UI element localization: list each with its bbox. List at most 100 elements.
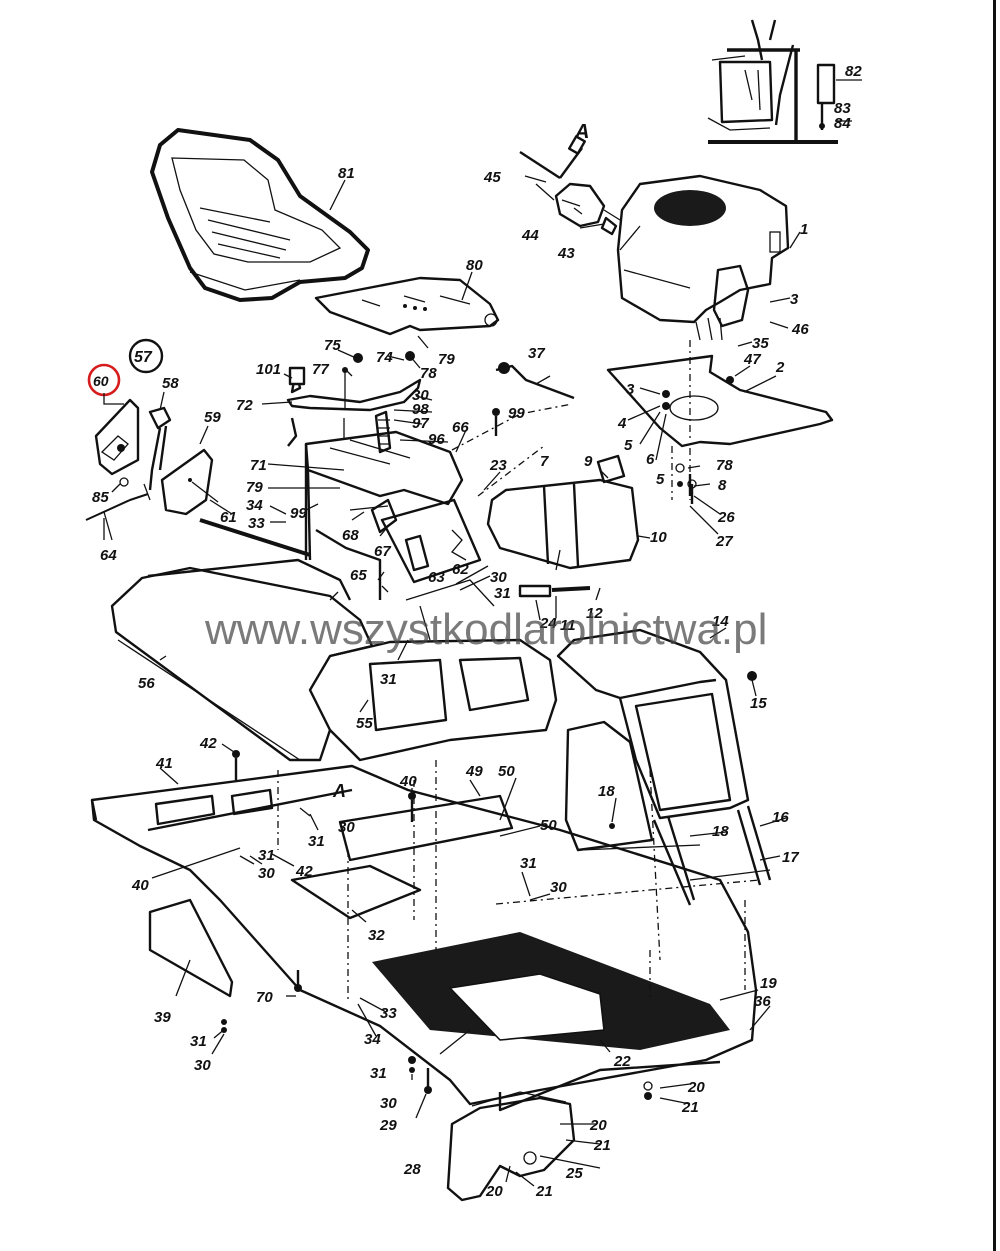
part-label-40-right[interactable]: 40 bbox=[399, 773, 417, 790]
part-label-42-top[interactable]: 42 bbox=[199, 735, 217, 752]
part-label-31-panel[interactable]: 31 bbox=[494, 585, 511, 602]
part-label-31-rear[interactable]: 31 bbox=[520, 855, 537, 872]
part-label-78-plate[interactable]: 78 bbox=[716, 457, 733, 474]
part-label-30-spring[interactable]: 30 bbox=[412, 387, 429, 404]
part-label-26[interactable]: 26 bbox=[717, 509, 735, 526]
part-label-40-left[interactable]: 40 bbox=[131, 877, 149, 894]
part-label-9[interactable]: 9 bbox=[584, 453, 593, 470]
part-label-20-bracket[interactable]: 20 bbox=[589, 1117, 607, 1134]
part-label-45[interactable]: 45 bbox=[483, 169, 501, 186]
part-label-43[interactable]: 43 bbox=[557, 245, 575, 262]
part-label-75[interactable]: 75 bbox=[324, 337, 341, 354]
part-label-57[interactable]: 57 bbox=[134, 349, 153, 366]
part-label-82[interactable]: 82 bbox=[845, 63, 862, 80]
part-label-79-box[interactable]: 79 bbox=[246, 479, 263, 496]
part-label-36[interactable]: 36 bbox=[754, 993, 771, 1010]
part-label-83[interactable]: 83 bbox=[834, 100, 851, 117]
part-label-70[interactable]: 70 bbox=[256, 989, 273, 1006]
part-label-97[interactable]: 97 bbox=[412, 415, 429, 432]
part-label-31-left[interactable]: 31 bbox=[190, 1033, 207, 1050]
part-label-6[interactable]: 6 bbox=[646, 451, 655, 468]
part-label-46[interactable]: 46 bbox=[791, 321, 809, 338]
part-label-30-front[interactable]: 30 bbox=[258, 865, 275, 882]
part-label-22[interactable]: 22 bbox=[613, 1053, 631, 1070]
section-marker-a-top[interactable]: A bbox=[574, 121, 589, 143]
part-label-60[interactable]: 60 bbox=[93, 373, 109, 389]
part-label-44[interactable]: 44 bbox=[521, 227, 539, 244]
part-label-56[interactable]: 56 bbox=[138, 675, 155, 692]
part-label-12[interactable]: 12 bbox=[586, 605, 603, 622]
part-label-74[interactable]: 74 bbox=[376, 349, 393, 366]
part-label-39[interactable]: 39 bbox=[154, 1009, 171, 1026]
part-label-33-lower[interactable]: 33 bbox=[380, 1005, 397, 1022]
part-label-18-right[interactable]: 18 bbox=[712, 823, 729, 840]
part-label-23[interactable]: 23 bbox=[489, 457, 507, 474]
part-label-24[interactable]: 24 bbox=[539, 615, 557, 632]
part-label-98[interactable]: 98 bbox=[412, 401, 429, 418]
part-label-5-upper[interactable]: 5 bbox=[624, 437, 633, 454]
part-label-41[interactable]: 41 bbox=[155, 755, 173, 772]
part-label-80[interactable]: 80 bbox=[466, 257, 483, 274]
part-label-84[interactable]: 84 bbox=[834, 115, 851, 132]
part-label-1[interactable]: 1 bbox=[800, 221, 808, 238]
part-label-61[interactable]: 61 bbox=[220, 509, 237, 526]
part-label-30-panel[interactable]: 30 bbox=[490, 569, 507, 586]
part-label-30-rear[interactable]: 30 bbox=[550, 879, 567, 896]
part-label-81[interactable]: 81 bbox=[338, 165, 355, 182]
part-label-55[interactable]: 55 bbox=[356, 715, 373, 732]
part-label-62[interactable]: 62 bbox=[452, 561, 469, 578]
part-label-21-right[interactable]: 21 bbox=[681, 1099, 699, 1116]
part-label-68[interactable]: 68 bbox=[342, 527, 359, 544]
part-label-17[interactable]: 17 bbox=[782, 849, 799, 866]
part-label-50-side[interactable]: 50 bbox=[540, 817, 557, 834]
part-label-34-lower[interactable]: 34 bbox=[364, 1031, 381, 1048]
part-label-79-seat[interactable]: 79 bbox=[438, 351, 455, 368]
part-label-3-engine[interactable]: 3 bbox=[790, 291, 799, 308]
part-label-16[interactable]: 16 bbox=[772, 809, 789, 826]
part-label-18-left[interactable]: 18 bbox=[598, 783, 615, 800]
part-label-11[interactable]: 11 bbox=[560, 617, 576, 634]
part-label-27[interactable]: 27 bbox=[715, 533, 733, 550]
part-label-7[interactable]: 7 bbox=[540, 453, 549, 470]
part-label-20-right[interactable]: 20 bbox=[687, 1079, 705, 1096]
part-label-28[interactable]: 28 bbox=[403, 1161, 421, 1178]
part-label-19[interactable]: 19 bbox=[760, 975, 777, 992]
part-label-78-seat[interactable]: 78 bbox=[420, 365, 437, 382]
part-label-21-lower[interactable]: 21 bbox=[535, 1183, 553, 1200]
part-label-85[interactable]: 85 bbox=[92, 489, 109, 506]
part-label-4[interactable]: 4 bbox=[617, 415, 627, 432]
part-label-50-top[interactable]: 50 bbox=[498, 763, 515, 780]
part-label-30-left[interactable]: 30 bbox=[194, 1057, 211, 1074]
part-label-15[interactable]: 15 bbox=[750, 695, 767, 712]
part-label-34-upper[interactable]: 34 bbox=[246, 497, 263, 514]
part-label-72[interactable]: 72 bbox=[236, 397, 253, 414]
part-label-77[interactable]: 77 bbox=[312, 361, 329, 378]
part-label-33-upper[interactable]: 33 bbox=[248, 515, 265, 532]
part-label-32[interactable]: 32 bbox=[368, 927, 385, 944]
part-label-59[interactable]: 59 bbox=[204, 409, 221, 426]
part-label-14[interactable]: 14 bbox=[712, 613, 729, 630]
part-label-35[interactable]: 35 bbox=[752, 335, 769, 352]
part-label-65[interactable]: 65 bbox=[350, 567, 367, 584]
part-label-31-front[interactable]: 31 bbox=[258, 847, 275, 864]
part-label-37[interactable]: 37 bbox=[528, 345, 545, 362]
part-label-20-lower[interactable]: 20 bbox=[485, 1183, 503, 1200]
part-label-101[interactable]: 101 bbox=[256, 361, 281, 378]
part-label-67[interactable]: 67 bbox=[374, 543, 391, 560]
part-label-25[interactable]: 25 bbox=[565, 1165, 583, 1182]
part-label-2[interactable]: 2 bbox=[775, 359, 785, 376]
part-label-99-top[interactable]: 99 bbox=[508, 405, 525, 422]
part-label-30-bottom[interactable]: 30 bbox=[380, 1095, 397, 1112]
section-marker-a-frame[interactable]: A bbox=[332, 781, 346, 801]
part-label-58[interactable]: 58 bbox=[162, 375, 179, 392]
part-label-10[interactable]: 10 bbox=[650, 529, 667, 546]
part-label-99-box[interactable]: 99 bbox=[290, 505, 307, 522]
part-label-8[interactable]: 8 bbox=[718, 477, 727, 494]
part-label-21-bracket[interactable]: 21 bbox=[593, 1137, 611, 1154]
part-label-31-mid[interactable]: 31 bbox=[308, 833, 325, 850]
part-label-30-mid[interactable]: 30 bbox=[338, 819, 355, 836]
part-label-63[interactable]: 63 bbox=[428, 569, 445, 586]
part-label-3-plate[interactable]: 3 bbox=[626, 381, 635, 398]
part-label-47[interactable]: 47 bbox=[743, 351, 761, 368]
part-label-5-lower[interactable]: 5 bbox=[656, 471, 665, 488]
